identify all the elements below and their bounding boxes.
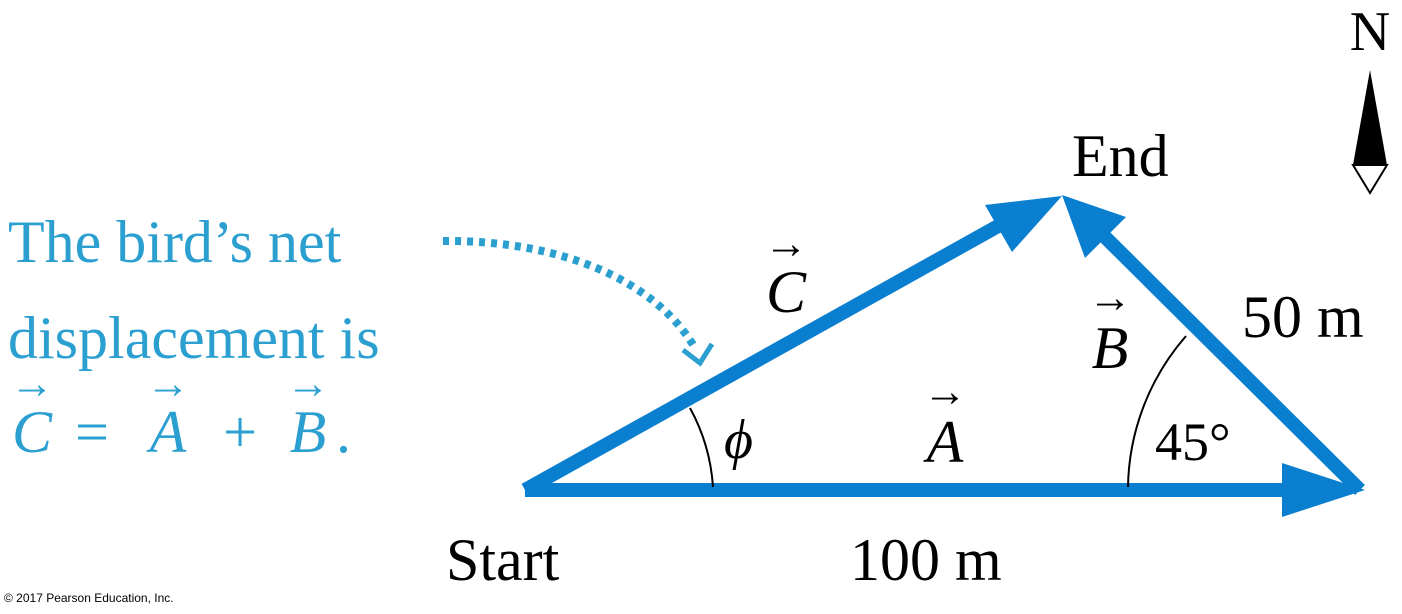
eq-c-arrow-glyph: →: [10, 359, 54, 408]
angle-45-label: 45°: [1155, 412, 1231, 472]
caption-equation: → C = → A + → B .: [10, 359, 351, 465]
vector-b-arrow-glyph: →: [1088, 273, 1132, 322]
vector-c-letter: C: [766, 259, 807, 325]
vector-b-arrow: [1062, 195, 1365, 495]
vector-a-arrow-glyph: →: [923, 367, 967, 416]
eq-a-arrow-glyph: →: [146, 359, 190, 408]
eq-plus: +: [223, 399, 257, 465]
eq-b-arrow-glyph: →: [286, 359, 330, 408]
length-a-label: 100 m: [850, 527, 1002, 593]
north-label: N: [1350, 1, 1390, 63]
vector-a-letter: A: [923, 409, 964, 475]
vector-b-label: → B: [1088, 273, 1132, 381]
eq-equals: =: [75, 399, 109, 465]
caption-line-2: displacement is: [8, 305, 380, 371]
angle-45-arc: [1127, 335, 1187, 488]
phi-label: ϕ: [724, 409, 753, 471]
start-label: Start: [446, 527, 560, 593]
vector-c-label: → C: [764, 219, 808, 325]
north-compass-icon: [1351, 70, 1389, 195]
caption-line-1: The bird’s net: [8, 209, 342, 275]
phi-angle-arc: [689, 407, 714, 488]
length-b-label: 50 m: [1242, 284, 1364, 350]
end-label: End: [1072, 123, 1169, 189]
vector-c-arrow-glyph: →: [764, 219, 808, 268]
vector-c-arrow: [521, 196, 1062, 497]
eq-a-letter: A: [146, 399, 187, 465]
eq-c-letter: C: [12, 399, 53, 465]
caption-pointer-arrow: [442, 236, 715, 367]
eq-period: .: [336, 399, 351, 465]
vector-a-arrow: [525, 463, 1365, 517]
eq-b-letter: B: [290, 399, 327, 465]
vector-a-label: → A: [923, 367, 967, 475]
copyright-notice: © 2017 Pearson Education, Inc.: [4, 591, 174, 605]
vector-b-letter: B: [1092, 315, 1129, 381]
